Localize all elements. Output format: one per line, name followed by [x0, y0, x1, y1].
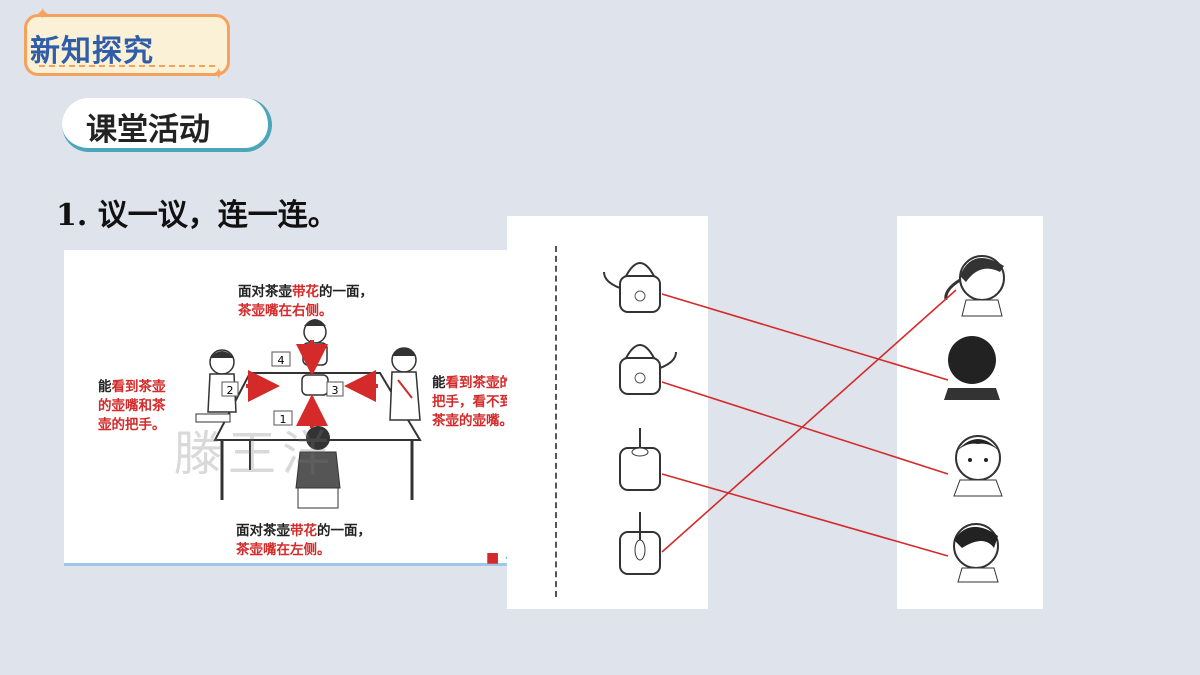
boy-front-view-icon[interactable]	[953, 435, 1003, 497]
section-tag-label: 新知探究	[30, 34, 154, 69]
sparkle-icon: ✦	[36, 4, 50, 23]
bottom-note: 面对茶壶带花的一面， 茶壶嘴在左侧。	[236, 523, 371, 558]
badge-dash-decoration	[39, 65, 215, 67]
seat-4-box	[271, 351, 291, 367]
top-note: 面对茶壶带花的一面， 茶壶嘴在右侧。	[238, 284, 373, 319]
seat-4-label: 4	[278, 354, 285, 367]
sparkle-icon: ✦	[212, 64, 226, 83]
activity-pill	[62, 98, 272, 152]
teapot-handle-back-icon[interactable]	[619, 512, 661, 575]
activity-title: 课堂活动	[86, 112, 210, 148]
match-line-4	[661, 289, 957, 553]
match-line-3	[661, 473, 949, 557]
girl-side-view-icon[interactable]	[944, 255, 1005, 317]
match-line-2	[661, 381, 949, 475]
child-bottom-icon	[306, 426, 330, 450]
seat-1-label: 1	[280, 413, 287, 426]
question-text: 1. 议一议，连一连。	[56, 198, 338, 233]
teapot-spout-right-icon[interactable]	[619, 344, 677, 395]
boy-side-view-icon[interactable]	[953, 523, 999, 583]
seat-3-box	[326, 381, 344, 397]
right-note: 能看到茶壶的 把手，看不到 茶壶的壶嘴。	[432, 375, 513, 429]
teapot-spout-left-icon[interactable]	[603, 262, 661, 313]
left-note: 能看到茶壶 的壶嘴和茶 壶的把手。	[98, 379, 166, 433]
watermark-text: 滕王洋	[174, 426, 337, 482]
card-bottom-rule	[64, 563, 554, 566]
seat-2-label: 2	[227, 384, 234, 397]
teapot-handle-front-icon[interactable]	[619, 428, 661, 491]
deco-car-icon: ■	[486, 550, 499, 566]
seat-3-label: 3	[332, 384, 339, 397]
section-tag-badge	[24, 14, 230, 76]
match-line-1	[661, 293, 949, 381]
child-back-view-icon[interactable]	[944, 336, 1000, 400]
dashed-divider	[555, 246, 557, 597]
seat-1-box	[273, 410, 293, 426]
seat-2-box	[221, 381, 239, 397]
